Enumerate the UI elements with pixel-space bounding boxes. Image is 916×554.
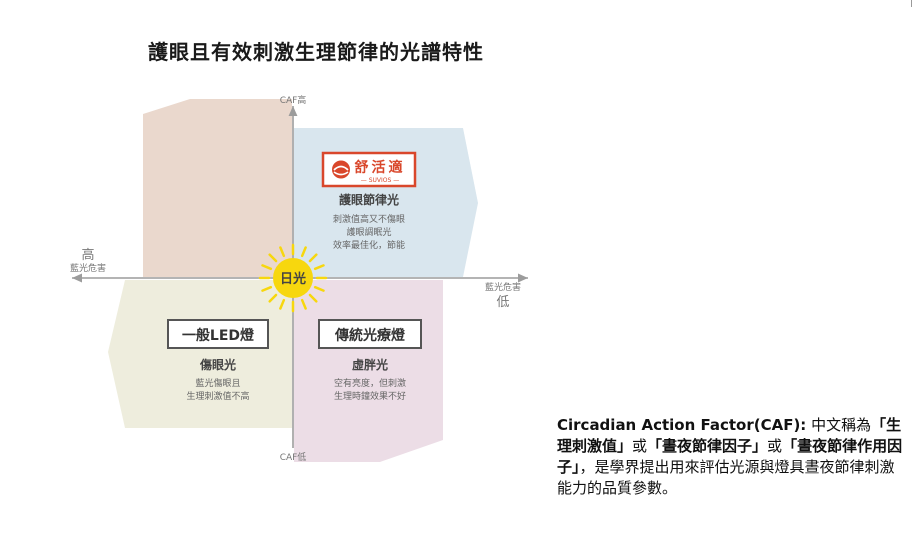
- y-axis-bottom-label: CAF低: [280, 451, 307, 463]
- note-text-4: ，是學界提出用來評估光源與燈具晝夜節律刺激能力的品質參數。: [557, 458, 895, 497]
- note-text-2: 或: [632, 437, 648, 455]
- sun-ray: [300, 246, 307, 258]
- quadrant-bottom-right-heading: 虛胖光: [352, 357, 388, 372]
- sun-ray: [313, 264, 325, 271]
- sun-ray: [300, 298, 307, 310]
- x-axis-left-small-label: 藍光危害: [70, 262, 106, 274]
- quadrant-bottom-right-line-2: 生理時鐘效果不好: [334, 390, 406, 402]
- note-term-2: 「晝夜節律因子」: [647, 437, 768, 455]
- x-axis-right-small-label: 藍光危害: [485, 281, 521, 293]
- caf-definition-note: Circadian Action Factor(CAF): 中文稱為「生理刺激值…: [557, 415, 907, 499]
- corner-divider: [911, 0, 912, 7]
- center-label: 日光: [280, 271, 306, 287]
- sun-ray: [313, 285, 325, 292]
- sun-icon: [258, 243, 328, 313]
- x-axis-left-big-label: 高: [81, 247, 94, 263]
- quadrant-bottom-left-line-2: 生理刺激值不高: [186, 390, 249, 402]
- page-title: 護眼且有效刺激生理節律的光譜特性: [148, 40, 484, 64]
- x-axis-right-big-label: 低: [496, 295, 509, 310]
- quadrant-bottom-left-line-1: 藍光傷眼且: [195, 377, 240, 389]
- sun-ray: [279, 246, 286, 258]
- sun-ray: [308, 293, 318, 303]
- note-text-1: 中文稱為: [806, 416, 872, 434]
- y-axis-top-label: CAF高: [280, 94, 307, 106]
- led-lamp-label: 一般LED燈: [182, 327, 255, 344]
- note-term-3: 「晝夜節律作用因子」: [557, 437, 903, 476]
- note-term-1: 「生理刺激值」: [557, 416, 902, 455]
- lightbox-label: 傳統光療燈: [334, 327, 406, 344]
- sun-ray: [261, 264, 273, 271]
- sun-ray: [308, 253, 318, 263]
- quadrant-top-right-line-2: 護眼調眠光: [346, 226, 391, 238]
- sun-ray: [261, 285, 273, 292]
- lightbox-label-box: [318, 319, 422, 349]
- caf-term: Circadian Action Factor(CAF):: [557, 416, 807, 434]
- brand-name: 舒活適: [355, 159, 406, 176]
- quadrant-top-right-line-3: 效率最佳化，節能: [333, 239, 405, 251]
- brand-logo: [321, 151, 417, 188]
- quadrant-bottom-right-line-1: 空有亮度，但刺激: [334, 377, 406, 389]
- note-text-3: 或: [767, 437, 783, 455]
- sun-ray: [268, 253, 278, 263]
- quadrant-bottom-left: [108, 280, 292, 428]
- quadrant-top-right-line-1: 刺激值高又不傷眼: [333, 213, 405, 225]
- led-lamp-label-box: [167, 319, 269, 349]
- quadrant-bottom-left-heading: 傷眼光: [199, 357, 236, 372]
- sun-ray: [268, 293, 278, 303]
- quadrant-top-left: [143, 99, 292, 277]
- sun-ray: [279, 298, 286, 310]
- brand-subtitle: — SUVIOS —: [361, 177, 399, 184]
- quadrant-top-right-heading: 護眼節律光: [339, 192, 399, 207]
